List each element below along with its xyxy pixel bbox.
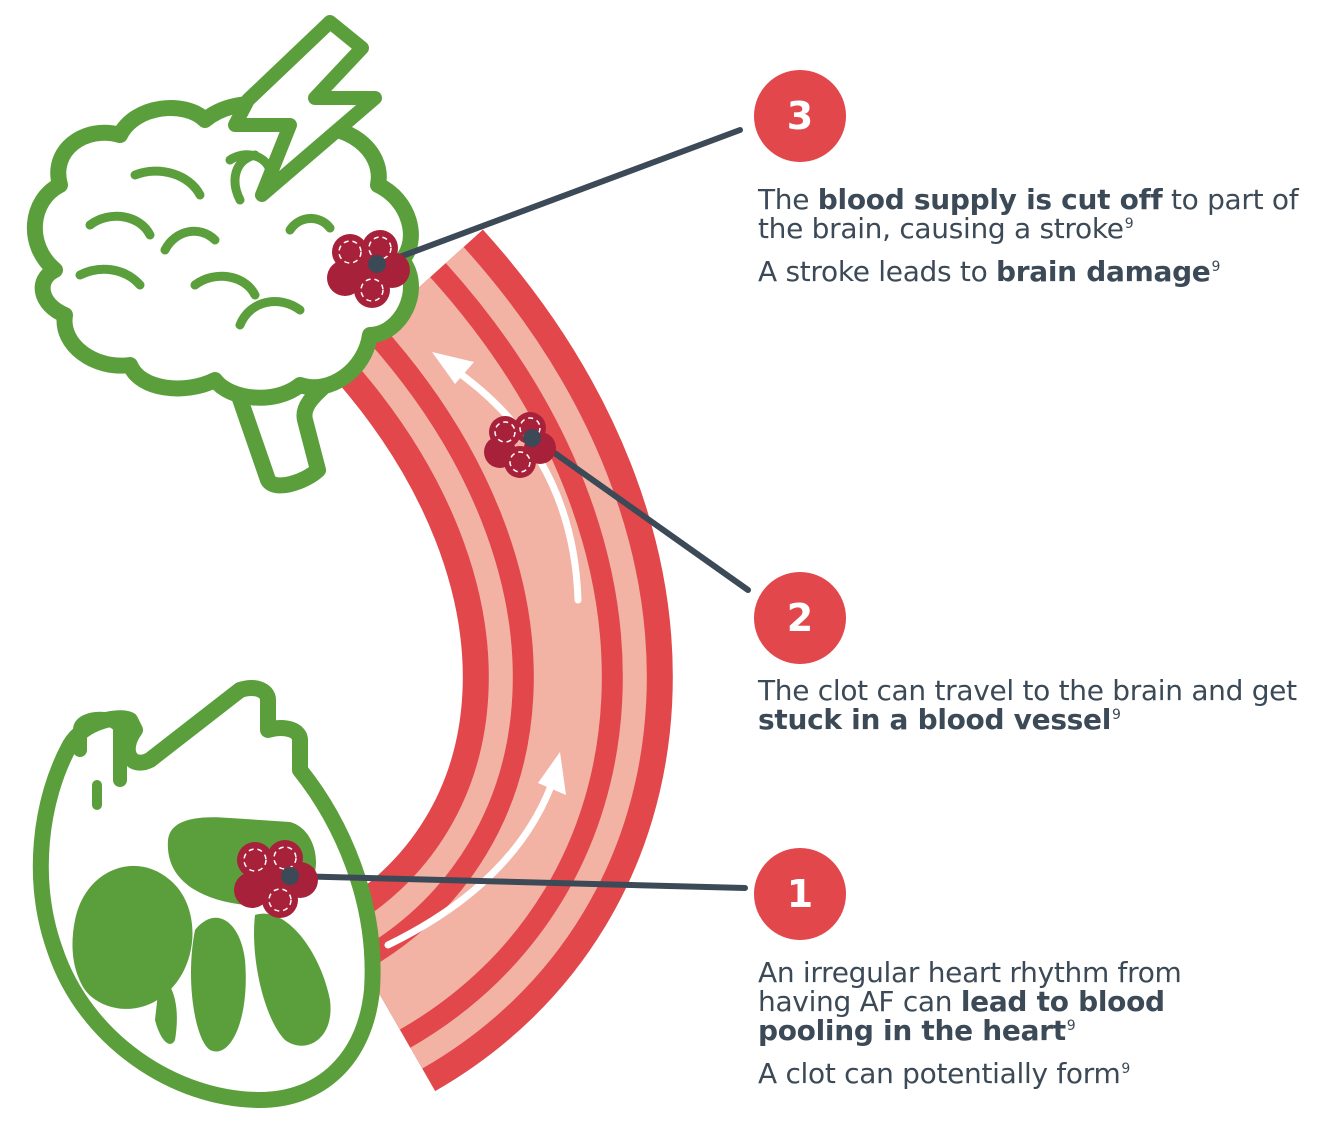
step-3-text: The blood supply is cut off to part of t… — [758, 185, 1318, 286]
step-2-badge: 2 — [754, 572, 846, 664]
step-1-badge: 1 — [754, 848, 846, 940]
step-3-line-1: The blood supply is cut off to part of t… — [758, 185, 1318, 243]
step-1-text: An irregular heart rhythm from having AF… — [758, 958, 1278, 1088]
step-2-text: The clot can travel to the brain and get… — [758, 676, 1298, 734]
step-3-line-2: A stroke leads to brain damage9 — [758, 257, 1318, 286]
step-1-line-2: A clot can potentially form9 — [758, 1059, 1278, 1088]
step-1-line-1: An irregular heart rhythm from having AF… — [758, 958, 1278, 1045]
leader-line-3 — [378, 130, 740, 265]
step-3-number: 3 — [787, 94, 813, 138]
step-2-line-1: The clot can travel to the brain and get… — [758, 676, 1298, 734]
blood-vessel — [383, 300, 568, 1000]
step-3-badge: 3 — [754, 70, 846, 162]
heart-icon — [41, 688, 373, 1100]
step-2-number: 2 — [787, 596, 813, 640]
step-1-number: 1 — [787, 872, 813, 916]
brain-icon — [35, 104, 411, 485]
